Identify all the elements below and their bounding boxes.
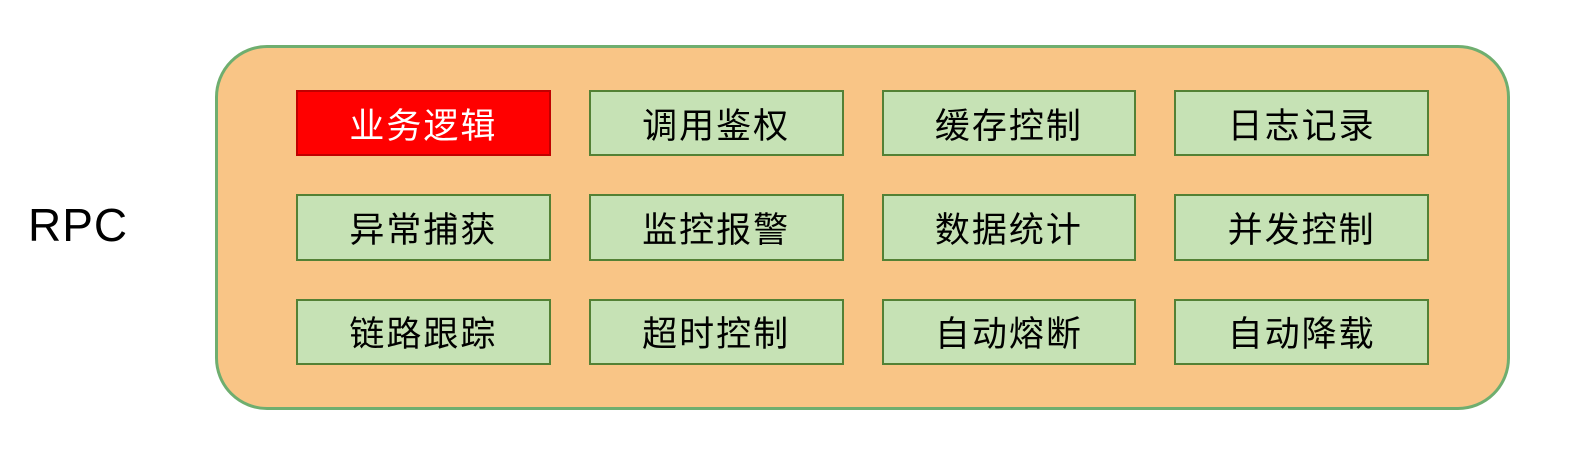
box-exception-capture: 异常捕获: [296, 194, 551, 261]
box-cache-control: 缓存控制: [881, 90, 1137, 157]
box-load-shedding: 自动降载: [1174, 298, 1429, 365]
box-timeout-control: 超时控制: [588, 298, 844, 365]
box-circuit-breaker: 自动熔断: [881, 298, 1137, 365]
rpc-feature-container: 业务逻辑 调用鉴权 缓存控制 日志记录 异常捕获 监控报警 数据统计 并发控制 …: [215, 45, 1510, 410]
box-logging: 日志记录: [1174, 90, 1429, 157]
box-trace-tracking: 链路跟踪: [296, 298, 551, 365]
box-monitoring-alert: 监控报警: [588, 194, 844, 261]
feature-grid: 业务逻辑 调用鉴权 缓存控制 日志记录 异常捕获 监控报警 数据统计 并发控制 …: [296, 90, 1429, 365]
rpc-label: RPC: [28, 199, 129, 251]
box-call-authentication: 调用鉴权: [588, 90, 844, 157]
box-business-logic: 业务逻辑: [296, 90, 551, 157]
box-data-statistics: 数据统计: [881, 194, 1137, 261]
box-concurrency-control: 并发控制: [1174, 194, 1429, 261]
